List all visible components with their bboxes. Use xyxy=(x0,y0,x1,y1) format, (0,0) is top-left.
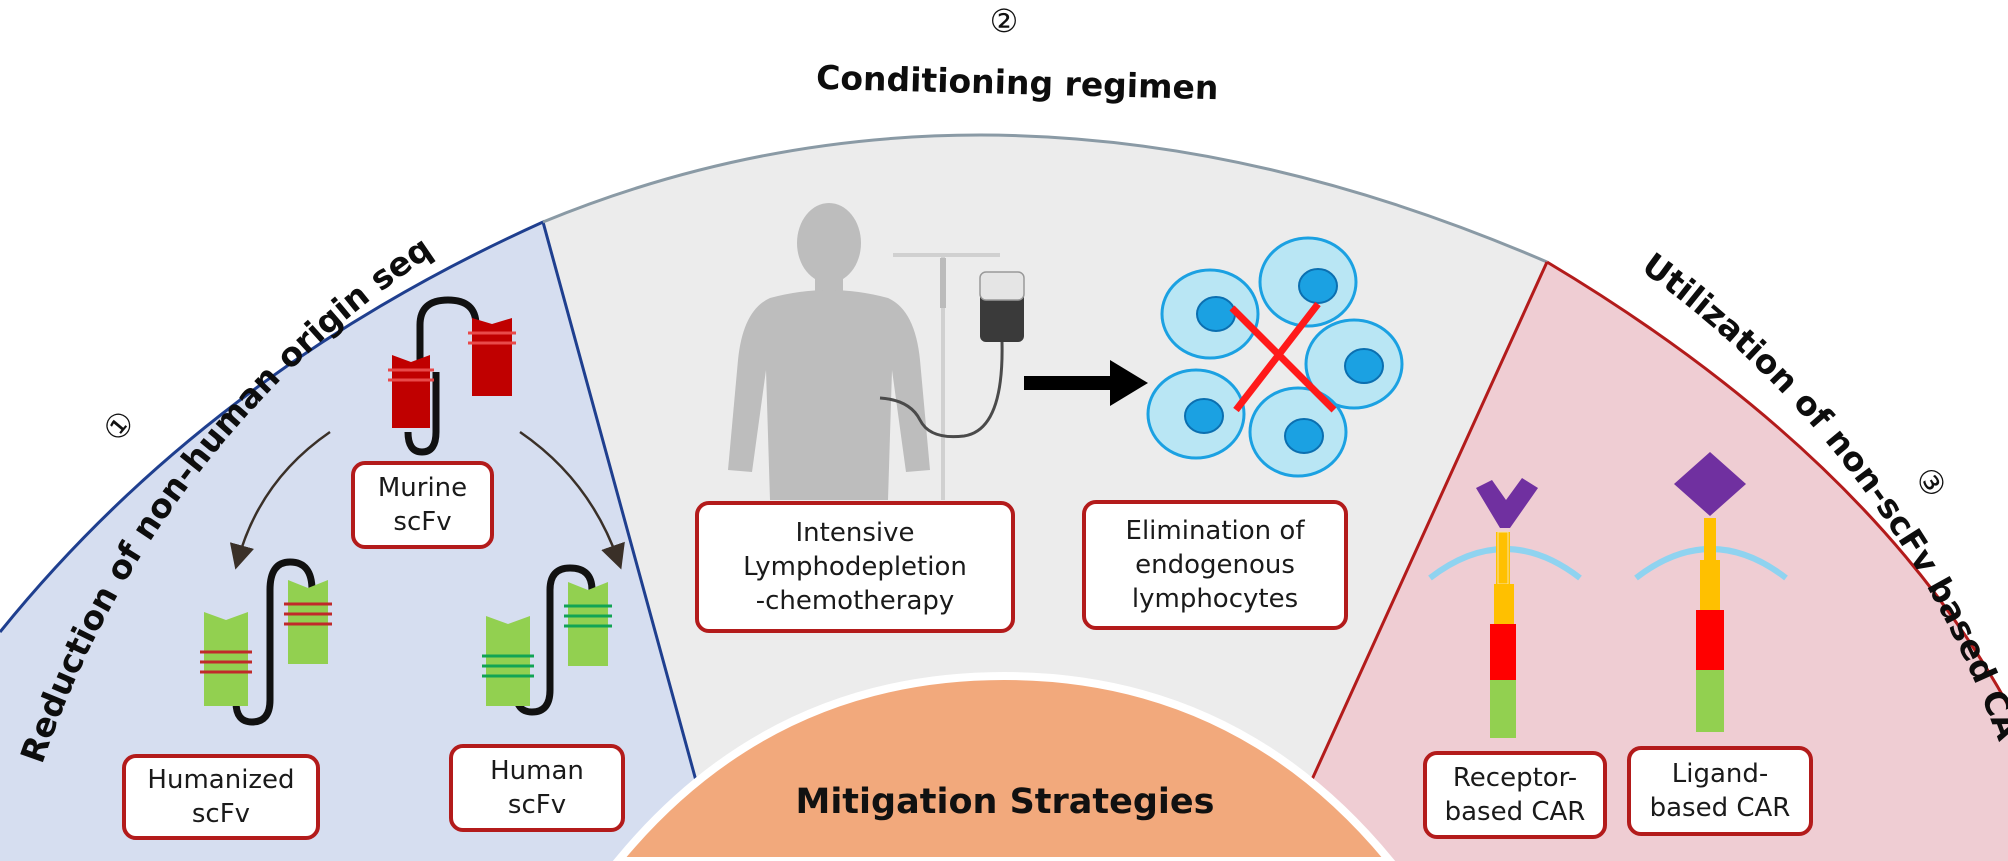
ligand-based-car-label: Ligand- based CAR xyxy=(1627,746,1813,836)
center-dome xyxy=(612,671,1396,861)
lymphocytes-icon xyxy=(1146,236,1404,478)
murine-scfv-label: Murine scFv xyxy=(351,461,494,549)
ligand-based-car-icon xyxy=(1634,452,1788,732)
elimination-label: Elimination of endogenous lymphocytes xyxy=(1082,500,1348,630)
middle-panel-border xyxy=(542,133,1548,264)
murine-scfv-icon xyxy=(388,296,516,456)
strategy3-number: ③ xyxy=(1907,460,1954,504)
human-scfv-label: Human scFv xyxy=(449,744,625,832)
right-panel-border xyxy=(1273,260,2008,861)
arrow-to-humanized xyxy=(229,430,331,570)
iv-drip-icon xyxy=(879,253,1025,500)
process-arrow-icon xyxy=(1024,360,1148,406)
mitigation-strategies-label: Mitigation Strategies xyxy=(795,782,1215,822)
lymphodepletion-label: Intensive Lymphodepletion -chemotherapy xyxy=(695,501,1015,633)
strategy1-number: ① xyxy=(95,403,143,449)
receptor-based-car-label: Receptor- based CAR xyxy=(1423,751,1607,839)
humanized-scfv-label: Humanized scFv xyxy=(122,754,320,840)
arrow-to-human xyxy=(519,430,625,570)
patient-silhouette-icon xyxy=(728,203,930,500)
humanized-scfv-icon xyxy=(200,558,332,726)
human-scfv-icon xyxy=(482,564,612,716)
right-panel xyxy=(1275,262,2008,861)
receptor-based-car-icon xyxy=(1428,478,1582,738)
strategy2-title: Conditioning regimen xyxy=(816,58,1219,108)
left-panel-border xyxy=(0,219,720,861)
strategy2-number: ② xyxy=(990,2,1019,40)
